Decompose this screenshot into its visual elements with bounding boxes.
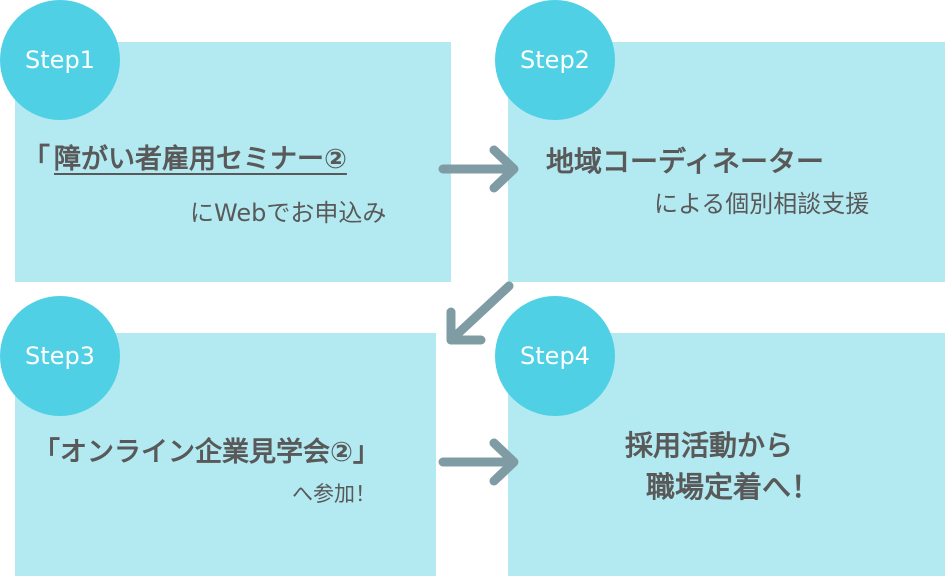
step2-badge: Step2 (495, 0, 615, 120)
right-arrow-icon (438, 145, 519, 193)
step3-subtitle: へ参加！ (292, 482, 376, 506)
step3-title: 「オンライン企業見学会②」 (33, 437, 380, 468)
step2-title: 地域コーディネーター (546, 145, 825, 178)
step4-badge: Step4 (495, 296, 615, 416)
step2-subtitle: による個別相談支援 (654, 190, 870, 218)
step1-subtitle: にWebでお申込み (190, 199, 387, 227)
step1-title-link[interactable]: 障がい者雇用セミナー② (54, 144, 347, 175)
right-arrow-icon (438, 438, 519, 486)
down-left-arrow-icon (446, 281, 514, 345)
step1-badge: Step1 (0, 0, 120, 120)
step1-open-bracket: 「 (22, 142, 51, 175)
step4-title-line2: 職場定着へ！ (646, 470, 821, 504)
step4-title-line1: 採用活動から (625, 429, 794, 462)
step3-badge: Step3 (0, 296, 120, 416)
